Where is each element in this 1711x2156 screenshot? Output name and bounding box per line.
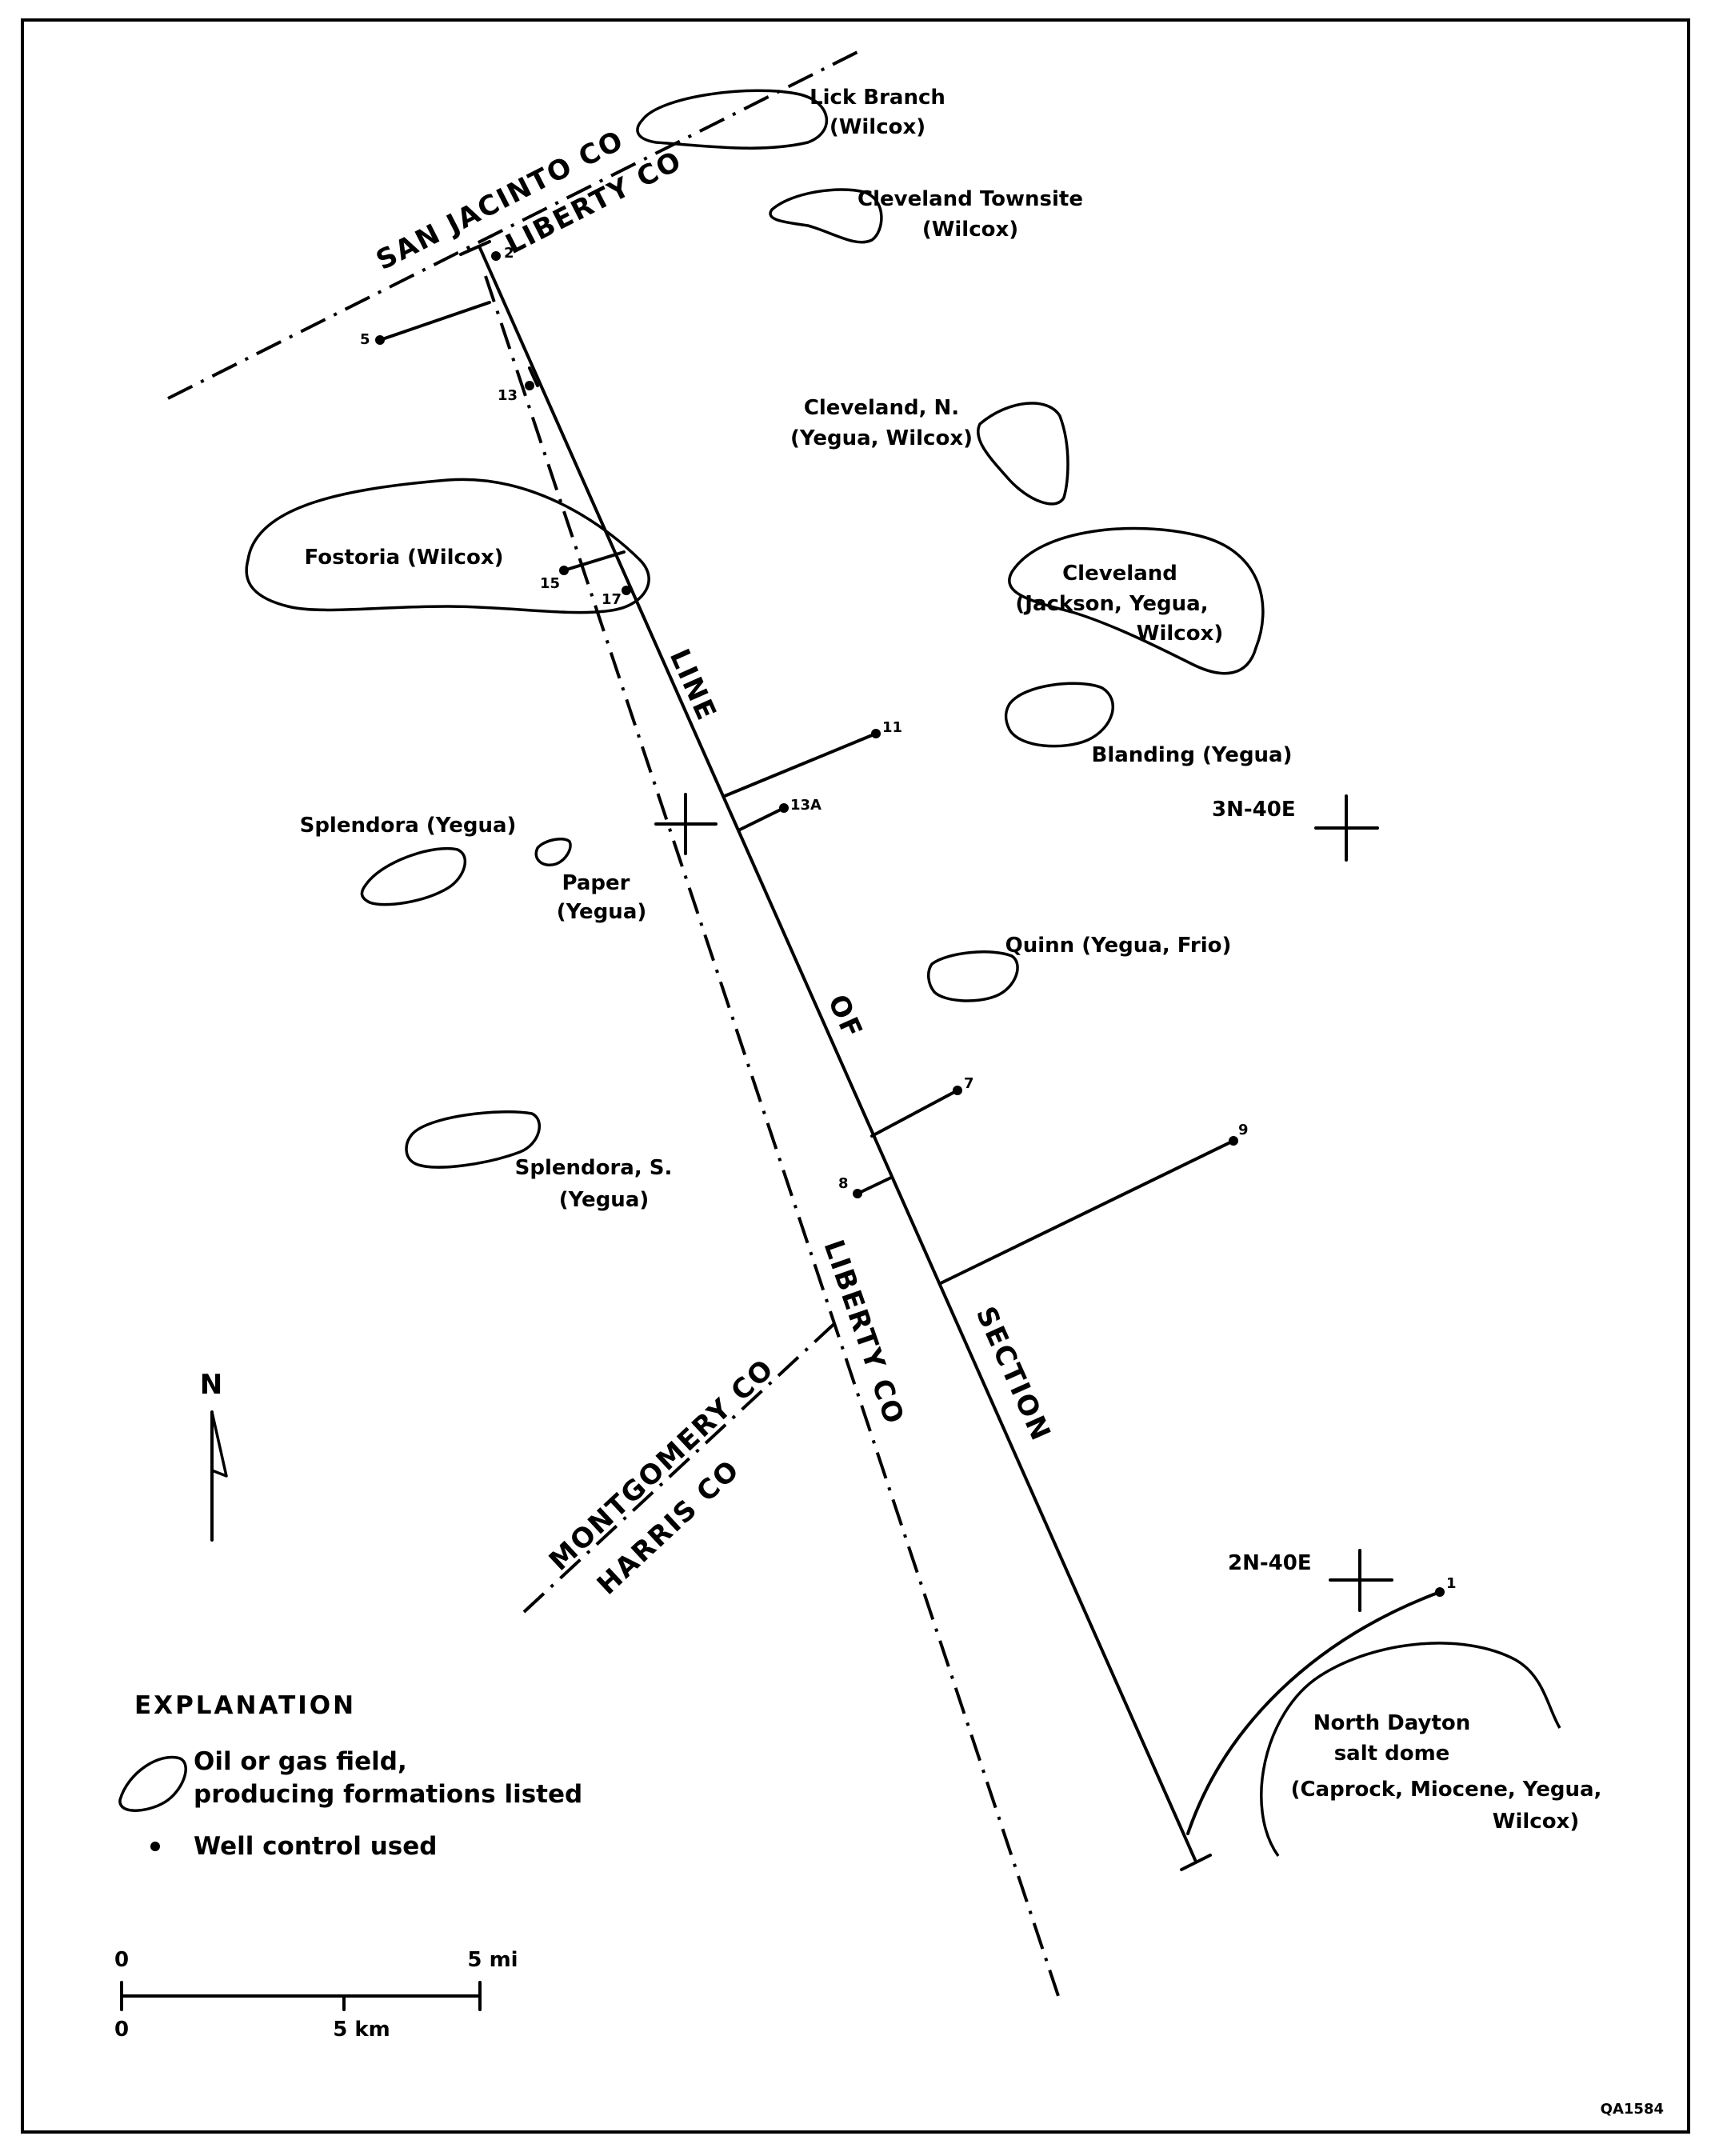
field-north-dayton-salt-dome — [1260, 1642, 1561, 1858]
well-label-13a: 13A — [790, 797, 822, 814]
scale-mi-zero: 0 — [114, 1948, 129, 1972]
field-label-fostoria: Fostoria (Wilcox) — [305, 546, 504, 570]
field-formations-cleveland-townsite: (Wilcox) — [922, 218, 1018, 242]
tie-line-well-5 — [378, 301, 491, 342]
well-label-2: 2 — [504, 245, 514, 262]
tie-line-well-1 — [1186, 1590, 1441, 1835]
well-15 — [559, 566, 569, 575]
line-of-section — [478, 246, 1197, 1863]
map-frame — [21, 18, 1690, 2134]
well-11 — [871, 729, 881, 738]
section-end-south — [1180, 1854, 1212, 1871]
well-label-11: 11 — [882, 719, 902, 736]
field-formations-north-dayton-1: (Caprock, Miocene, Yegua, — [1291, 1778, 1602, 1802]
section-end-north — [459, 240, 491, 256]
well-9 — [1229, 1136, 1238, 1146]
field-label-quinn: Quinn (Yegua, Frio) — [1005, 934, 1232, 958]
well-7 — [953, 1086, 962, 1095]
field-formations-north-dayton-2: Wilcox) — [1493, 1810, 1579, 1834]
well-label-13: 13 — [498, 387, 518, 404]
field-splendora — [360, 846, 467, 906]
field-label-north-dayton-2: salt dome — [1334, 1742, 1450, 1766]
field-formations-paper: (Yegua) — [557, 900, 647, 924]
field-label-splendora-s: Splendora, S. — [515, 1156, 673, 1180]
field-fostoria — [245, 478, 650, 614]
section-label-line: LINE — [663, 644, 723, 726]
field-label-cleveland-townsite: Cleveland Townsite — [857, 187, 1083, 211]
field-label-lick-branch: Lick Branch — [810, 86, 945, 110]
field-label-paper: Paper — [562, 871, 630, 895]
well-17 — [622, 586, 631, 595]
well-label-9: 9 — [1238, 1122, 1249, 1138]
field-label-north-dayton: North Dayton — [1313, 1711, 1471, 1735]
grid-mark-2n40e: 2N-40E — [1228, 1551, 1312, 1575]
county-boundary-north — [167, 46, 866, 400]
field-cleveland-townsite — [769, 188, 883, 244]
well-label-1: 1 — [1446, 1575, 1457, 1592]
field-cleveland-n — [977, 402, 1069, 506]
field-formations-lick-branch: (Wilcox) — [830, 115, 925, 139]
tie-line-well-13 — [528, 366, 539, 387]
scale-km-zero: 0 — [114, 2018, 129, 2042]
field-lick-branch — [636, 89, 829, 150]
well-label-17: 17 — [602, 591, 622, 608]
tie-line-well-13a — [737, 806, 786, 832]
well-13 — [525, 381, 534, 390]
field-formations-cleveland-2: Wilcox) — [1137, 622, 1223, 646]
tie-line-well-8 — [856, 1176, 893, 1195]
legend-well-icon — [150, 1842, 160, 1851]
legend-title: EXPLANATION — [134, 1691, 356, 1720]
county-boundary-liberty-west — [484, 275, 1060, 1997]
well-5 — [375, 335, 385, 345]
field-formations-cleveland-1: (Jackson, Yegua, — [1015, 592, 1208, 616]
well-13a — [779, 803, 789, 813]
tie-line-well-15 — [562, 550, 626, 572]
grid-cross-center — [654, 793, 718, 855]
grid-mark-3n40e: 3N-40E — [1212, 798, 1296, 822]
north-arrow-label: N — [200, 1369, 224, 1401]
tie-line-well-7 — [870, 1089, 959, 1138]
scale-km-label: 5 km — [333, 2018, 390, 2042]
field-cleveland — [1008, 526, 1265, 675]
field-label-cleveland-n: Cleveland, N. — [804, 396, 959, 420]
legend-field-label-2: producing formations listed — [194, 1780, 582, 1809]
field-label-splendora: Splendora (Yegua) — [300, 814, 517, 838]
tie-line-well-9 — [939, 1139, 1235, 1285]
well-label-7: 7 — [964, 1075, 974, 1092]
well-1 — [1435, 1587, 1445, 1597]
liberty-county-label-south: LIBERTY CO — [817, 1236, 909, 1429]
well-label-5: 5 — [360, 331, 370, 348]
scale-mi-label: 5 mi — [467, 1948, 518, 1972]
field-paper — [534, 838, 572, 866]
well-label-15: 15 — [540, 575, 560, 592]
well-8 — [853, 1189, 862, 1198]
field-label-blanding: Blanding (Yegua) — [1092, 743, 1293, 767]
tie-line-well-11 — [723, 732, 877, 798]
field-formations-splendora-s: (Yegua) — [559, 1188, 650, 1212]
figure-id: QA1584 — [1601, 2101, 1664, 2118]
county-boundary-montgomery-harris — [522, 1318, 840, 1614]
well-label-8: 8 — [838, 1175, 849, 1192]
legend-well-label: Well control used — [194, 1832, 437, 1861]
grid-cross-3n40e — [1314, 794, 1379, 862]
scale-bar: 0 5 mi 0 5 km — [114, 1948, 518, 2042]
well-2 — [491, 251, 501, 261]
field-blanding — [1004, 682, 1115, 748]
field-label-cleveland: Cleveland — [1062, 562, 1177, 586]
north-arrow-icon — [210, 1410, 228, 1542]
field-quinn — [927, 950, 1019, 1002]
field-formations-cleveland-n: (Yegua, Wilcox) — [790, 426, 973, 450]
grid-cross-2n40e — [1329, 1549, 1393, 1612]
field-splendora-s — [405, 1110, 541, 1169]
section-label-section: SECTION — [969, 1302, 1057, 1446]
legend-field-label-1: Oil or gas field, — [194, 1747, 407, 1776]
legend: EXPLANATION Oil or gas field, producing … — [118, 1691, 582, 1861]
legend-field-icon — [118, 1755, 187, 1812]
